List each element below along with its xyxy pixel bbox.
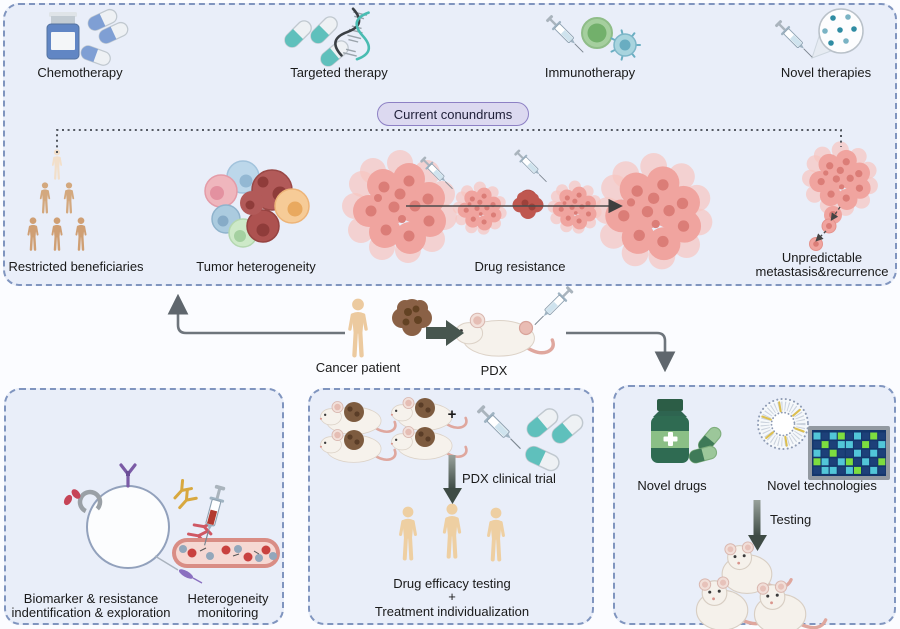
syringe-icon — [529, 283, 576, 330]
pdx-mouse-icon — [452, 283, 576, 358]
drug-efficacy-label: Drug efficacy testing — [393, 576, 511, 591]
chemotherapy-label: Chemotherapy — [37, 65, 123, 80]
capsules-and-dna-icon — [281, 7, 371, 70]
badge-label: Current conundrums — [393, 106, 513, 122]
microarray-chip-icon — [808, 426, 890, 480]
immunotherapy-label: Immunotherapy — [544, 65, 636, 80]
syringe-icon — [474, 402, 526, 455]
efficacy-plus-sign: + — [448, 589, 456, 604]
pdx-label: PDX — [480, 363, 508, 378]
metastasis-tumor-icon — [802, 141, 878, 251]
probe-icon — [154, 555, 203, 584]
trial-patients-icon — [398, 504, 506, 562]
syringe-and-immune-cells-icon — [543, 12, 641, 61]
heterogeneous-tumor-cells-icon — [204, 160, 310, 248]
cancer-patient-icon — [350, 299, 366, 356]
syringe-and-nanoparticle-icon — [772, 8, 864, 63]
novel-technologies-label: Novel technologies — [767, 478, 877, 493]
syringe-icon — [543, 12, 588, 58]
metastasis-label-line1: Unpredictable — [781, 250, 863, 265]
monitoring-label-line1: Heterogeneity — [187, 591, 269, 606]
biomarker-label-line2: indentification & exploration — [11, 605, 171, 620]
syringe-and-capsules-icon — [474, 402, 587, 474]
liposome-icon — [757, 398, 809, 450]
cancer-patient-label: Cancer patient — [315, 360, 401, 375]
metastasis-label-line2: metastasis&recurrence — [755, 264, 889, 279]
tumor-mice-icon — [318, 396, 468, 464]
current-conundrums-badge: Current conundrums — [377, 102, 529, 126]
novel-drugs-bottle-icon — [651, 399, 725, 465]
tumor-drug-resistance-icon — [342, 147, 713, 270]
tumor-sample-icon — [392, 299, 432, 336]
pdx-clinical-trial-label: PDX clinical trial — [462, 471, 556, 486]
dna-helix-icon — [334, 7, 371, 61]
tumor-heterogeneity-label: Tumor heterogeneity — [196, 259, 316, 274]
restricted-beneficiaries-label: Restricted beneficiaries — [8, 259, 144, 274]
syringe-icon — [772, 17, 817, 63]
testing-mice-icon — [694, 540, 828, 629]
monitoring-label-line2: monitoring — [197, 605, 259, 620]
resistant-tumor-cell — [512, 189, 544, 219]
mice-plus-sign: + — [447, 406, 457, 423]
testing-label: Testing — [770, 512, 812, 527]
targeted-therapy-label: Targeted therapy — [290, 65, 388, 80]
novel-drugs-label: Novel drugs — [637, 478, 707, 493]
drug-resistance-label: Drug resistance — [474, 259, 566, 274]
heterogeneity-monitoring-label: Heterogeneity monitoring — [168, 592, 288, 620]
metastasis-label: Unpredictable metastasis&recurrence — [732, 251, 900, 279]
blood-vessel-syringe-icon — [172, 483, 280, 568]
syringe-icon — [512, 147, 551, 186]
pill-bottle-and-capsules-icon — [46, 6, 131, 68]
biomarker-label: Biomarker & resistance indentification &… — [0, 592, 182, 620]
biomarker-label-line1: Biomarker & resistance — [23, 591, 159, 606]
treatment-individualization-label: Treatment individualization — [374, 604, 530, 619]
antibody-purple-icon — [119, 463, 137, 488]
antibody-gold-icon — [173, 479, 198, 510]
patient-pyramid-icon — [27, 148, 87, 251]
novel-therapies-label: Novel therapies — [780, 65, 872, 80]
